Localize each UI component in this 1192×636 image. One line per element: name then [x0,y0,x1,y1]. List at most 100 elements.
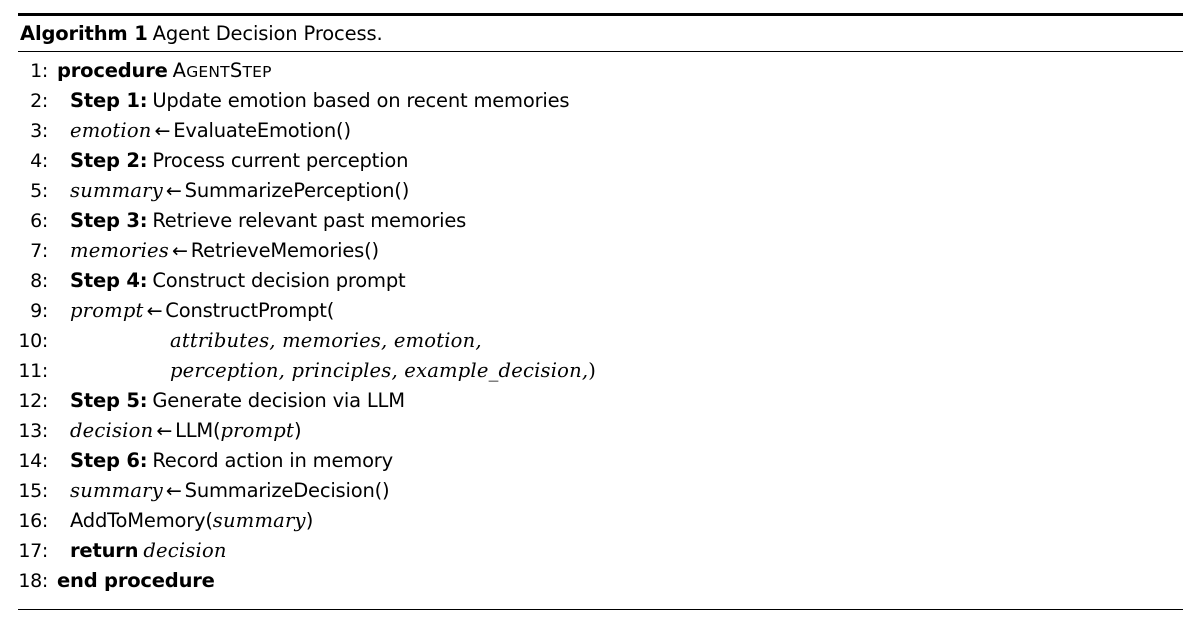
rule-bottom [18,609,1183,610]
function-call: RetrieveMemories() [190,239,379,262]
line-content: summary←SummarizePerception() [48,179,409,202]
step-text: Update emotion based on recent memories [152,89,570,112]
algorithm-line: 9: prompt←ConstructPrompt( [18,299,1183,329]
algorithm-line: 12: Step 5:Generate decision via LLM [18,389,1183,419]
rule-middle [18,51,1183,52]
line-content: end procedure [48,569,215,592]
line-number: 16: [18,510,48,532]
line-content: emotion←EvaluateEmotion() [48,119,351,142]
algorithm-line: 6: Step 3:Retrieve relevant past memorie… [18,209,1183,239]
line-number: 10: [18,330,48,352]
line-number: 6: [30,210,48,232]
algorithm-line: 16: AddToMemory(summary) [18,509,1183,539]
line-number: 5: [30,180,48,202]
keyword-procedure: procedure [57,59,168,82]
line-content: perception, principles, example_decision… [48,359,596,382]
line-content: Step 5:Generate decision via LLM [48,389,405,412]
algorithm-line: 15: summary←SummarizeDecision() [18,479,1183,509]
step-label: Step 1: [70,89,148,112]
algorithm-title: Agent Decision Process. [152,22,383,45]
step-text: Generate decision via LLM [152,389,405,412]
step-label: Step 5: [70,389,148,412]
line-number: 17: [18,540,48,562]
algorithm-line: 10: attributes, memories, emotion, [18,329,1183,359]
line-content: Step 3:Retrieve relevant past memories [48,209,466,232]
function-call: ConstructPrompt( [165,299,335,322]
algorithm-label: Algorithm 1 [20,22,148,45]
function-call: EvaluateEmotion() [173,119,351,142]
keyword-end-procedure: end procedure [57,569,215,592]
line-number: 12: [18,390,48,412]
variable: decision [70,419,154,442]
step-text: Construct decision prompt [152,269,406,292]
close-paren: ) [588,359,596,382]
line-content: Step 6:Record action in memory [48,449,393,472]
return-value: decision [143,539,227,562]
function-call: SummarizeDecision() [184,479,390,502]
line-content: memories←RetrieveMemories() [48,239,379,262]
step-label: Step 6: [70,449,148,472]
step-text: Record action in memory [152,449,393,472]
algorithm-line: 2: Step 1:Update emotion based on recent… [18,89,1183,119]
algorithm-line: 4: Step 2:Process current perception [18,149,1183,179]
line-content: AddToMemory(summary) [48,509,313,532]
close-paren: ) [294,419,302,442]
line-content: Step 1:Update emotion based on recent me… [48,89,570,112]
algorithm-line: 14: Step 6:Record action in memory [18,449,1183,479]
line-number: 13: [18,420,48,442]
step-text: Retrieve relevant past memories [152,209,467,232]
variable: memories [70,239,169,262]
function-call: LLM( [175,419,221,442]
line-number: 15: [18,480,48,502]
line-number: 18: [18,570,48,592]
assign-arrow-icon: ← [146,300,163,322]
assign-arrow-icon: ← [154,120,171,142]
step-label: Step 2: [70,149,148,172]
line-content: attributes, memories, emotion, [48,329,482,352]
variable: summary [70,479,163,502]
line-number: 7: [30,240,48,262]
line-number: 3: [30,120,48,142]
line-content: summary←SummarizeDecision() [48,479,390,502]
variable: prompt [70,299,144,322]
line-content: prompt←ConstructPrompt( [48,299,334,322]
algorithm-line: 8: Step 4:Construct decision prompt [18,269,1183,299]
assign-arrow-icon: ← [156,420,173,442]
argument-list: attributes, memories, emotion, [170,329,482,352]
function-call: SummarizePerception() [184,179,410,202]
line-number: 14: [18,450,48,472]
line-number: 2: [30,90,48,112]
line-number: 1: [30,60,48,82]
algorithm-line: 5: summary←SummarizePerception() [18,179,1183,209]
argument-list: perception, principles, example_decision… [170,359,589,382]
algorithm-line: 7: memories←RetrieveMemories() [18,239,1183,269]
algorithm-line: 3: emotion←EvaluateEmotion() [18,119,1183,149]
line-number: 11: [18,360,48,382]
algorithm-line: 18: end procedure [18,569,1183,599]
line-content: decision←LLM(prompt) [48,419,302,442]
rule-top [18,13,1183,16]
line-number: 9: [30,300,48,322]
variable: summary [70,179,163,202]
step-text: Process current perception [152,149,409,172]
assign-arrow-icon: ← [165,180,182,202]
line-content: Step 2:Process current perception [48,149,408,172]
step-label: Step 3: [70,209,148,232]
line-number: 4: [30,150,48,172]
argument: prompt [220,419,294,442]
variable: emotion [70,119,152,142]
argument: summary [212,509,306,532]
procedure-name: AGENTSTEP [172,59,272,82]
step-label: Step 4: [70,269,148,292]
assign-arrow-icon: ← [165,480,182,502]
close-paren: ) [305,509,314,532]
line-content: Step 4:Construct decision prompt [48,269,406,292]
function-call: AddToMemory( [70,509,213,532]
